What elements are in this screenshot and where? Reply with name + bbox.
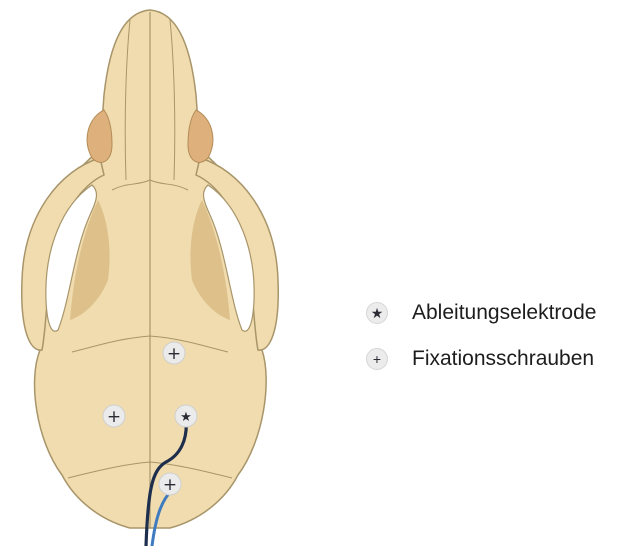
svg-text:+: + [107,407,121,427]
legend: ★ Ableitungselektrode + Fixationsschraub… [366,300,596,372]
plus-icon: + [366,348,388,370]
screw-marker-lower: + [159,473,181,495]
legend-item-screw: + Fixationsschrauben [366,346,596,372]
screw-marker-upper: + [163,342,185,364]
legend-item-electrode: ★ Ableitungselektrode [366,300,596,326]
nasal-bump-left [87,110,112,162]
star-icon: ★ [366,302,388,324]
svg-text:+: + [167,344,181,364]
nasal-bump-right [188,110,213,162]
screw-marker-left: + [103,405,125,427]
svg-text:+: + [163,475,177,495]
electrode-marker: ★ [175,405,197,427]
legend-label-electrode: Ableitungselektrode [412,301,596,325]
svg-text:★: ★ [180,410,192,425]
legend-label-screw: Fixationsschrauben [412,347,594,371]
